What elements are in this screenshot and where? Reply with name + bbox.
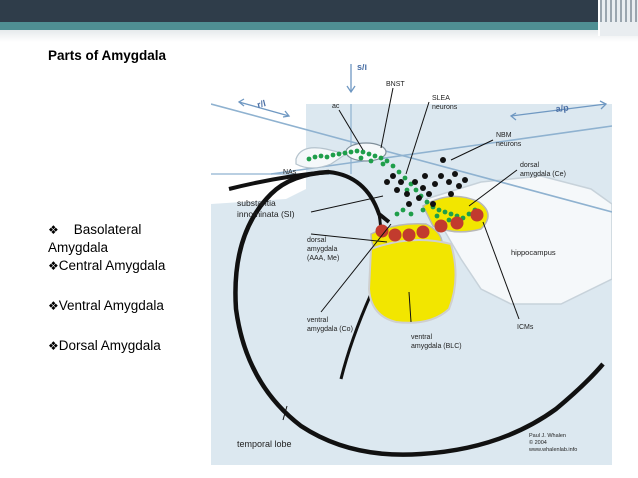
amygdala-diagram-svg: s/i r/l a/p [211,64,612,465]
bullet-item-ventral: ❖Ventral Amygdala [48,297,208,315]
label-nas: NAs [283,169,297,176]
amygdala-diagram: s/i r/l a/p [211,64,612,465]
upper-white-region [211,104,306,204]
label-dorsal-aaa-1: dorsal [307,237,327,244]
label-nbm-2: neurons [496,141,522,148]
label-icms: ICMs [517,324,534,331]
bullet-text: Central Amygdala [58,258,166,273]
label-dorsal-ce-2: amygdala (Ce) [520,171,566,178]
label-si-2: innominata (SI) [237,209,295,219]
bullet-text: Dorsal Amygdala [58,338,161,353]
label-bnst: BNST [386,81,405,88]
label-ventral-blc-1: ventral [411,334,432,341]
bullet-text-line1: Basolateral [73,222,142,237]
title-bar-teal-band [0,22,638,30]
label-hippocampus: hippocampus [511,248,556,257]
title-bar-dark-band [0,0,638,22]
diamond-bullet-icon: ❖ [48,339,59,353]
leader-lines [282,87,520,421]
label-si-1: substantia [237,198,276,208]
corner-decoration [598,0,638,36]
title-bar-fade [0,30,638,42]
label-slea-2: neurons [432,104,458,111]
axis-label-si: s/i [357,64,367,72]
label-dorsal-aaa-2: amygdala [307,246,337,253]
bullet-item-dorsal: ❖Dorsal Amygdala [48,337,208,355]
bullet-item-basolateral: ❖ Basolateral Amygdala [48,221,208,257]
axis-label-ap: a/p [555,102,570,114]
diamond-bullet-icon: ❖ [48,299,59,313]
diagram-top-margin [211,64,612,104]
credit-line-3: www.whalenlab.info [528,447,577,453]
bullet-list: ❖ Basolateral Amygdala ❖Central Amygdala… [48,221,208,355]
axis-label-rl: r/l [256,98,267,110]
icm-dots [375,208,484,242]
bullet-text-line2: Amygdala [48,240,109,255]
label-ventral-co-2: amygdala (Co) [307,326,353,333]
diamond-bullet-icon: ❖ [48,259,59,273]
corner-stripes [600,0,638,22]
bullet-item-central: ❖Central Amygdala [48,257,208,275]
label-slea-1: SLEA [432,95,450,102]
diamond-bullet-icon: ❖ [48,223,59,237]
credit-line-2: © 2004 [529,439,547,446]
bullet-text: Ventral Amygdala [58,298,164,313]
label-dorsal-aaa-3: (AAA, Me) [307,255,339,262]
label-ac: ac [332,103,340,110]
label-dorsal-ce-1: dorsal [520,162,540,169]
slide-title: Parts of Amygdala [48,48,167,63]
ventral-nucleus-blc [367,239,457,324]
credit-line-1: Paul J. Whalen [529,433,566,439]
axis-arrows [237,64,608,121]
label-ventral-blc-2: amygdala (BLC) [411,343,462,350]
axis-line-ap [270,125,612,175]
label-nbm-1: NBM [496,132,512,139]
label-ventral-co-1: ventral [307,317,328,324]
temporal-lobe-outline [233,169,605,457]
nbm-neuron-dots [384,157,468,207]
label-temporal-lobe: temporal lobe [237,439,292,449]
